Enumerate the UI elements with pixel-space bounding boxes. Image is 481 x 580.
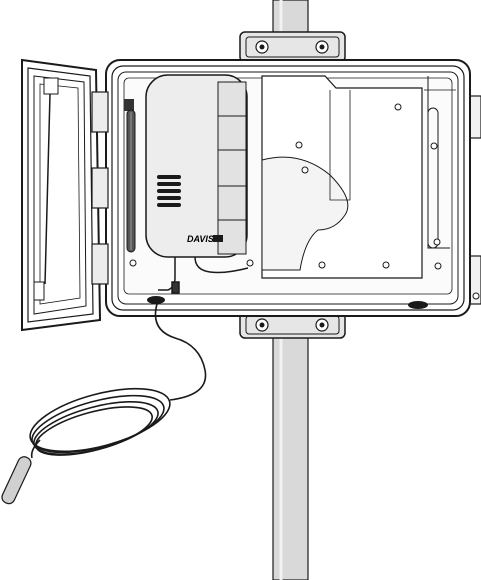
mounting-plate <box>129 75 456 279</box>
antenna <box>124 99 136 253</box>
mounting-pole <box>272 0 309 580</box>
transmitter-unit: DAVIS <box>145 74 248 258</box>
top-mounting-bracket <box>239 31 346 63</box>
internal-cables <box>158 256 249 294</box>
sensor-cable <box>1 303 207 505</box>
drain-holes <box>147 296 428 309</box>
enclosure-door <box>21 58 109 332</box>
vent-grille <box>157 175 181 207</box>
brand-logo: DAVIS <box>187 234 214 244</box>
